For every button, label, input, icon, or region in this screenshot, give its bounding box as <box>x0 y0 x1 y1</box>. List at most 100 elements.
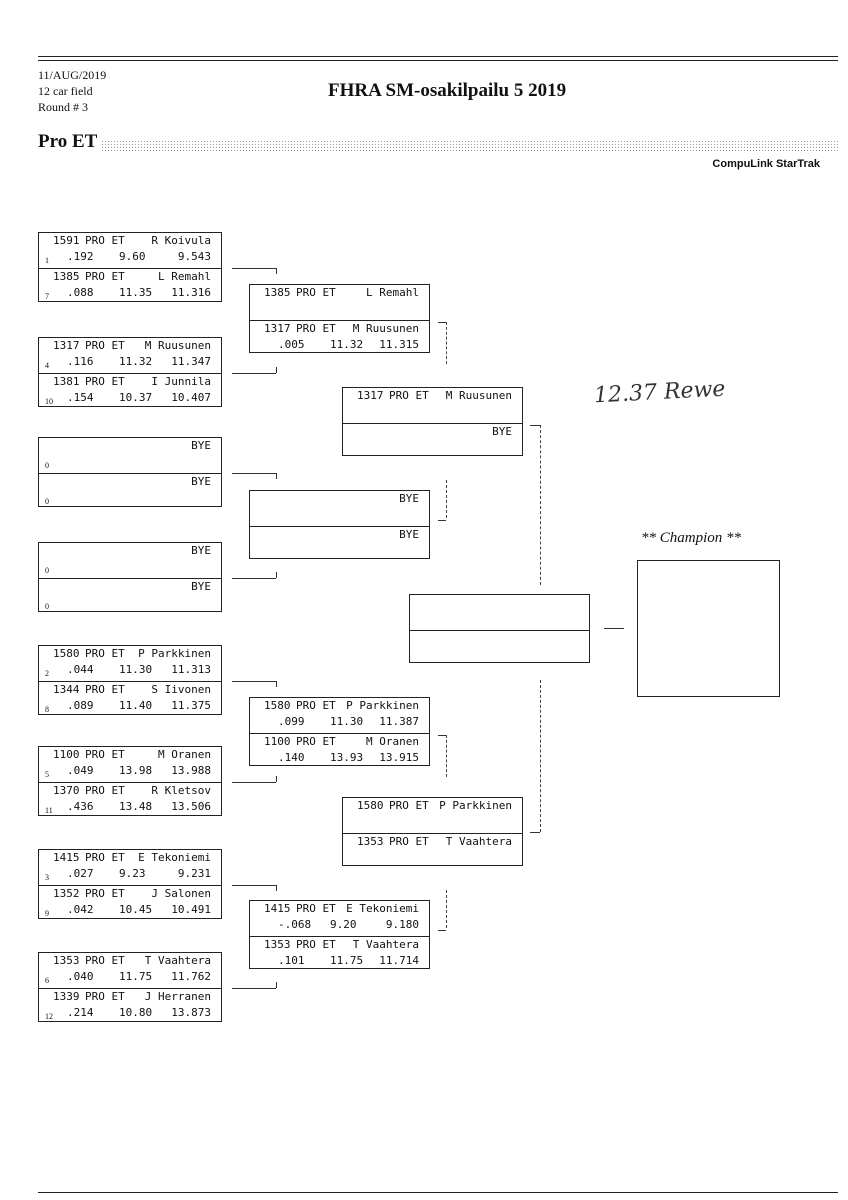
car-number: 1381 <box>53 375 80 388</box>
dial-value: 10.491 <box>171 903 211 916</box>
reaction-time: .040 <box>67 970 94 983</box>
connector-tick <box>276 776 277 782</box>
driver-name: M Oranen <box>158 748 211 761</box>
driver-name: BYE <box>492 424 512 438</box>
bottom-rule <box>38 1192 838 1193</box>
software-name: CompuLink StarTrak <box>712 158 820 170</box>
seed-number: 0 <box>45 566 49 575</box>
dial-value: 11.762 <box>171 970 211 983</box>
reaction-time: .099 <box>278 715 305 728</box>
class-label: PRO ET <box>389 834 429 848</box>
connector-tick <box>276 268 277 274</box>
lane-line-2 <box>250 545 429 559</box>
driver-name: P Parkkinen <box>346 699 419 712</box>
reaction-time: .192 <box>67 250 94 263</box>
driver-name: I Junnila <box>151 375 211 388</box>
class-label: PRO ET <box>296 902 336 915</box>
driver-name: E Tekoniemi <box>346 902 419 915</box>
car-number: 1385 <box>264 286 291 299</box>
lane-line-2 <box>250 509 429 523</box>
car-number: 1370 <box>53 784 80 797</box>
field-size: 12 car field <box>38 84 93 98</box>
driver-name: J Salonen <box>151 887 211 900</box>
driver-name: T Vaahtera <box>144 954 211 967</box>
connector-line <box>438 520 446 521</box>
driver-name: M Ruusunen <box>144 339 211 352</box>
class-label: PRO ET <box>85 683 125 696</box>
connector-line <box>232 473 276 474</box>
dial-value: 11.375 <box>171 699 211 712</box>
connector-line <box>232 373 276 374</box>
seed-number: 3 <box>45 873 49 882</box>
connector-dash <box>446 480 447 518</box>
elapsed-time: 11.75 <box>119 970 153 983</box>
driver-name: P Parkkinen <box>439 799 512 812</box>
driver-name: M Ruusunen <box>445 389 512 402</box>
driver-name: BYE <box>191 580 211 593</box>
class-label: PRO ET <box>389 389 429 402</box>
lane-divider <box>410 629 589 666</box>
driver-name: L Remahl <box>366 286 419 299</box>
elapsed-time: 11.30 <box>119 663 153 676</box>
connector-line <box>604 628 624 629</box>
reaction-time: .101 <box>278 953 305 967</box>
reaction-time: .436 <box>67 800 94 813</box>
reaction-time: .214 <box>67 1006 94 1019</box>
connector-line <box>232 885 276 886</box>
reaction-time: .089 <box>67 699 94 712</box>
class-label: PRO ET <box>85 954 125 967</box>
class-label: PRO ET <box>85 339 125 352</box>
driver-name: M Ruusunen <box>352 321 419 335</box>
dial-value: 11.313 <box>171 663 211 676</box>
lane-line-2: 0 <box>39 456 221 470</box>
car-number: 1353 <box>53 954 80 967</box>
lane-line-2 <box>250 303 429 317</box>
dial-value: 11.714 <box>379 953 419 967</box>
round-number: Round # 3 <box>38 100 89 114</box>
class-label: PRO ET <box>85 990 125 1003</box>
car-number: 1344 <box>53 683 80 696</box>
lane-line-2 <box>343 852 522 866</box>
header-shade-bar <box>101 140 838 151</box>
elapsed-time: 13.93 <box>330 750 364 764</box>
connector-line <box>232 268 276 269</box>
class-label: PRO ET <box>85 270 125 283</box>
elapsed-time: 9.60 <box>119 250 146 263</box>
lane-top: BYE <box>250 491 429 526</box>
reaction-time: .088 <box>67 286 94 299</box>
class-label: PRO ET <box>85 234 125 247</box>
event-date: 11/AUG/2019 <box>38 68 107 82</box>
class-label: PRO ET <box>389 799 429 812</box>
reaction-time: .116 <box>67 355 94 368</box>
seed-number: 0 <box>45 602 49 611</box>
connector-dash <box>540 425 541 585</box>
top-rule-2 <box>38 60 838 61</box>
elapsed-time: 10.80 <box>119 1006 153 1019</box>
